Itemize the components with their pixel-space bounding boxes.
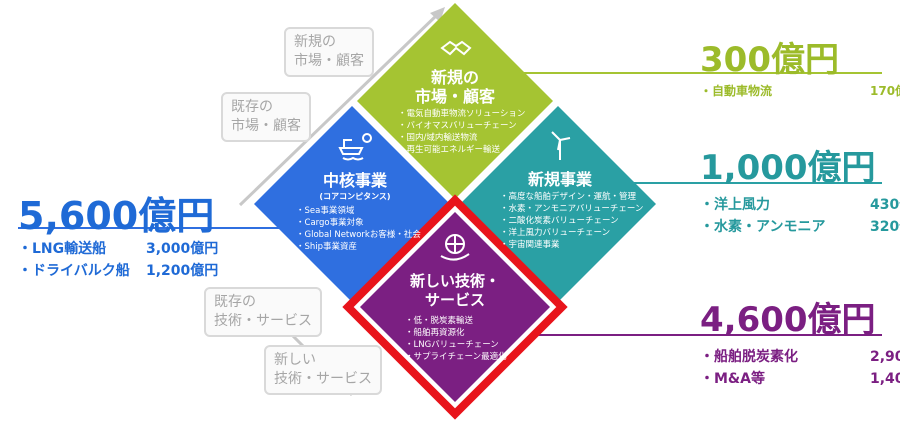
label-line: 市場・顧客 bbox=[231, 118, 301, 134]
item-value: 170億円 bbox=[870, 84, 900, 98]
list-item: Global Networkお客様・社会 bbox=[296, 229, 421, 241]
title-line: 新規の bbox=[430, 68, 479, 87]
list-item: 国内/域内輸送物流 bbox=[398, 132, 525, 144]
item-label: ドライバルク船 bbox=[32, 263, 130, 279]
new-market-list: 電気自動車物流ソリューション バイオマスバリューチェーン 国内/域内輸送物流 再… bbox=[398, 108, 526, 156]
label-line: 技術・サービス bbox=[214, 313, 312, 329]
list-item: 船舶再資源化 bbox=[405, 327, 507, 339]
handshake-icon bbox=[440, 40, 472, 56]
item-value: 430億円 bbox=[870, 197, 900, 213]
list-item: バイオマスバリューチェーン bbox=[398, 120, 525, 132]
label-line: 既存の bbox=[231, 99, 273, 115]
label-existing-market: 既存の市場・顧客 bbox=[221, 92, 311, 142]
item-label: LNG輸送船 bbox=[32, 241, 107, 257]
ship-gear-icon bbox=[338, 139, 364, 161]
item-label: 船舶脱炭素化 bbox=[714, 349, 798, 365]
new-business-list: 高度な船舶デザイン・運航・管理 水素・アンモニアバリューチェーン 二酸化炭素バリ… bbox=[500, 191, 644, 251]
label-line: 市場・顧客 bbox=[294, 53, 364, 69]
list-item: Ship事業資産 bbox=[296, 241, 421, 253]
item-label: 自動車物流 bbox=[712, 84, 773, 98]
list-item: 再生可能エネルギー輸送 bbox=[398, 144, 525, 156]
right-item: ・M&A等1,400億円 bbox=[700, 368, 900, 388]
core-subtitle: (コアコンピタンス) bbox=[319, 192, 391, 201]
item-value: 1,200億円 bbox=[146, 263, 219, 279]
new-tech-list: 低・脱炭素輸送 船舶再資源化 LNGバリューチェーン サプライチェーン最適化 bbox=[405, 315, 507, 363]
list-item: 高度な船舶デザイン・運航・管理 bbox=[500, 191, 643, 203]
title-line: サービス bbox=[424, 291, 485, 309]
list-item: 二酸化炭素バリューチェーン bbox=[500, 215, 643, 227]
title-line: 新しい技術・ bbox=[409, 272, 500, 290]
left-total: 5,600億円 bbox=[18, 194, 215, 238]
list-item: サプライチェーン最適化 bbox=[405, 351, 507, 363]
core-title: 中核事業 (コアコンピタンス) bbox=[300, 167, 410, 202]
label-new-market: 新規の市場・顧客 bbox=[284, 27, 374, 77]
right-item: ・自動車物流170億円 bbox=[700, 82, 900, 99]
list-item: 電気自動車物流ソリューション bbox=[398, 108, 526, 120]
item-value: 1,400億円 bbox=[870, 371, 900, 387]
label-new-tech: 新しい技術・サービス bbox=[264, 345, 382, 395]
wind-turbine-icon bbox=[551, 131, 571, 160]
item-value: 2,900億円 bbox=[870, 349, 900, 365]
list-item: Cargo事業対象 bbox=[296, 217, 421, 229]
list-item: LNGバリューチェーン bbox=[405, 339, 507, 351]
right-total-new-business: 1,000億円 bbox=[700, 148, 876, 188]
title-line: 中核事業 bbox=[322, 171, 387, 190]
highlight-frame bbox=[342, 194, 568, 420]
title-line: 市場・顧客 bbox=[414, 87, 495, 106]
title-line: 新規事業 bbox=[527, 170, 592, 189]
new-tech-title: 新しい技術・サービス bbox=[395, 272, 515, 310]
right-total-new-market: 300億円 bbox=[700, 40, 839, 80]
label-existing-tech: 既存の技術・サービス bbox=[204, 287, 322, 337]
right-total-new-tech: 4,600億円 bbox=[700, 300, 876, 340]
label-line: 既存の bbox=[214, 294, 256, 310]
label-line: 新規の bbox=[294, 34, 336, 50]
item-label: 水素・アンモニア bbox=[714, 219, 826, 235]
item-label: M&A等 bbox=[714, 371, 765, 387]
list-item: Sea事業領域 bbox=[296, 205, 421, 217]
new-market-title: 新規の市場・顧客 bbox=[405, 68, 505, 106]
list-item: 水素・アンモニアバリューチェーン bbox=[500, 203, 644, 215]
item-label: 洋上風力 bbox=[714, 197, 770, 213]
list-item: 宇宙関連事業 bbox=[500, 239, 643, 251]
item-value: 3,000億円 bbox=[146, 241, 219, 257]
right-item: ・水素・アンモニア320億円 bbox=[700, 216, 900, 236]
gear-icon bbox=[362, 133, 372, 143]
label-line: 新しい bbox=[274, 352, 316, 368]
core-list: Sea事業領域 Cargo事業対象 Global Networkお客様・社会 S… bbox=[296, 205, 421, 253]
label-line: 技術・サービス bbox=[274, 371, 372, 387]
market-axis-arrow bbox=[238, 12, 440, 207]
right-item: ・洋上風力430億円 bbox=[700, 194, 900, 214]
item-value: 320億円 bbox=[870, 219, 900, 235]
list-item: 低・脱炭素輸送 bbox=[405, 315, 507, 327]
list-item: 洋上風力バリューチェーン bbox=[500, 227, 643, 239]
new-business-title: 新規事業 bbox=[510, 166, 610, 190]
